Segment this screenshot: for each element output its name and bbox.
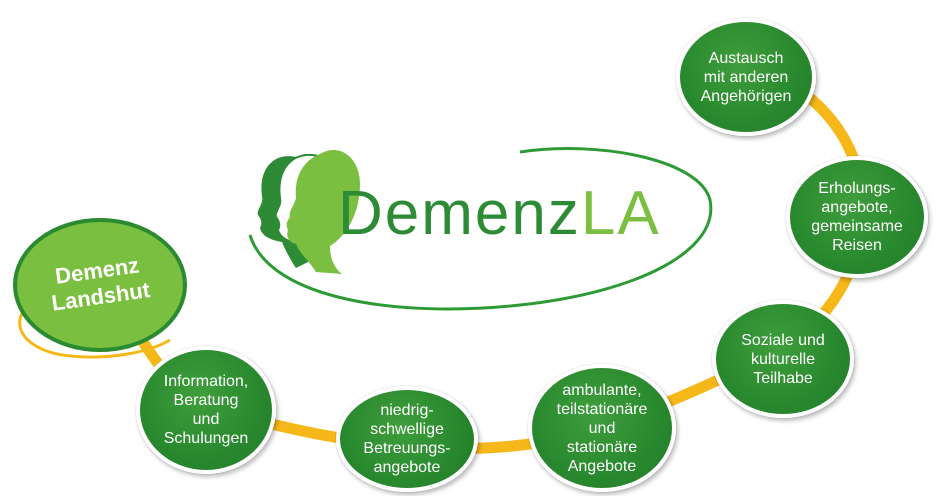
node-label: Soziale und kulturelle Teilhabe — [741, 331, 825, 387]
node-teilhabe: Soziale und kulturelle Teilhabe — [712, 300, 854, 418]
node-stationaere-angebote: ambulante, teilstationäre und stationäre… — [528, 364, 676, 492]
node-austausch: Austausch mit anderen Angehörigen — [676, 18, 816, 136]
badge-label: Demenz Landshut — [49, 252, 152, 316]
node-label: Erholungs- angebote, gemeinsame Reisen — [811, 180, 903, 254]
node-label: niedrig- schwellige Betreuungs- angebote — [363, 402, 451, 476]
badge-ellipse — [13, 218, 187, 352]
node-label: ambulante, teilstationäre und stationäre… — [556, 381, 648, 475]
demenz-landshut-badge: Demenz Landshut — [5, 205, 192, 363]
logo-wordmark: DemenzLA — [338, 178, 661, 249]
node-label: Information, Beratung und Schulungen — [163, 373, 249, 447]
logo-text-part1: Demenz — [338, 179, 581, 248]
node-information: Information, Beratung und Schulungen — [136, 346, 276, 474]
node-erholungsangebote: Erholungs- angebote, gemeinsame Reisen — [786, 156, 928, 278]
node-label: Austausch mit anderen Angehörigen — [700, 49, 792, 105]
logo-swoosh — [248, 147, 713, 311]
logo-text-part2: LA — [580, 179, 661, 248]
heads-logo-icon — [257, 149, 360, 274]
node-betreuungsangebote: niedrig- schwellige Betreuungs- angebote — [336, 386, 478, 492]
